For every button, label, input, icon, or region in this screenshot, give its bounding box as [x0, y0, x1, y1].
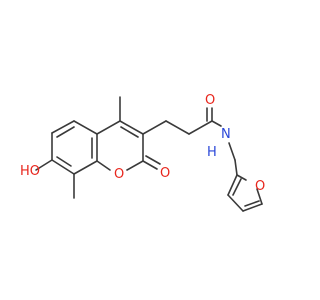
hydroxyl-label: HO — [20, 164, 40, 179]
amide-hydrogen-label: H — [207, 145, 217, 160]
furan-oxygen-label: O — [255, 179, 265, 194]
amide-carbonyl-oxygen-label: O — [205, 93, 215, 108]
amide-nitrogen-label: N — [221, 127, 231, 142]
ring-oxygen-label: O — [114, 167, 124, 182]
bond-lines — [35, 96, 263, 212]
lactone-carbonyl-oxygen-label: O — [160, 166, 170, 181]
atom-labels: HO O O O N H O — [20, 93, 265, 194]
molecule-structure-diagram: HO O O O N H O — [20, 93, 265, 212]
